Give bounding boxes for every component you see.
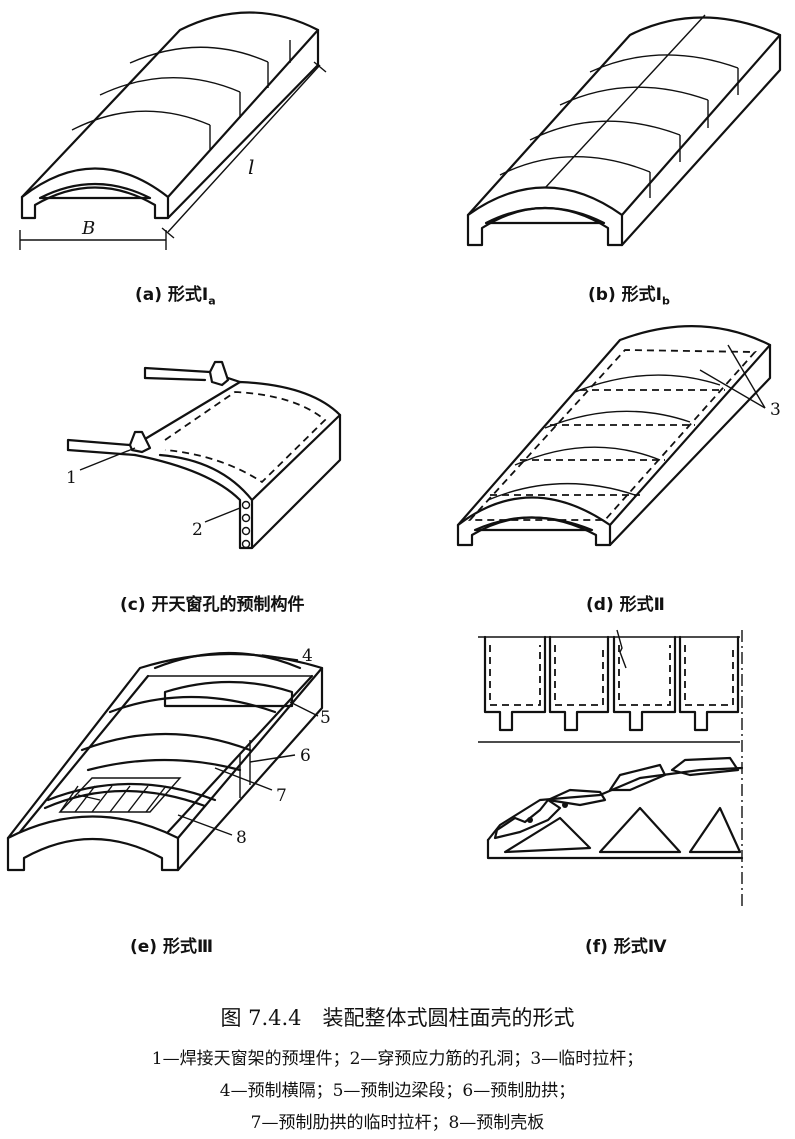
panel-c-label: (c) 开天窗孔的预制构件 bbox=[120, 595, 305, 615]
dimension-b-label: B bbox=[82, 218, 96, 239]
panel-b-drawing bbox=[466, 14, 782, 247]
legend-line-2: 4—预制横隔；5—预制边梁段；6—预制肋拱； bbox=[219, 1081, 576, 1101]
panel-f-label: (f) 形式Ⅳ bbox=[585, 937, 667, 957]
panel-b-label: (b) 形式Ⅰb bbox=[588, 285, 670, 308]
callout-3: 3 bbox=[770, 400, 781, 420]
panel-d-label: (d) 形式Ⅱ bbox=[586, 595, 665, 615]
panel-a-label: (a) 形式Ⅰa bbox=[135, 285, 216, 308]
callout-6: 6 bbox=[300, 746, 311, 766]
callout-1: 1 bbox=[66, 468, 77, 488]
callout-8: 8 bbox=[236, 828, 247, 848]
panel-e-drawing bbox=[6, 651, 324, 872]
callout-7: 7 bbox=[276, 786, 287, 806]
callout-2: 2 bbox=[192, 520, 203, 540]
panel-e-label: (e) 形式Ⅲ bbox=[130, 937, 214, 957]
panel-a-drawing bbox=[19, 11, 327, 250]
panel-c-drawing bbox=[66, 360, 342, 550]
legend-line-3: 7—预制肋拱的临时拉杆；8—预制壳板 bbox=[250, 1113, 545, 1133]
callout-5: 5 bbox=[320, 708, 331, 728]
callout-4: 4 bbox=[302, 646, 313, 666]
panel-d-drawing bbox=[456, 325, 772, 547]
legend-line-1: 1—焊接天窗架的预埋件；2—穿预应力筋的孔洞；3—临时拉杆； bbox=[151, 1049, 644, 1069]
figure-title: 图 7.4.4 装配整体式圆柱面壳的形式 bbox=[220, 1006, 575, 1030]
panel-f-drawing bbox=[478, 629, 744, 910]
dimension-l-label: l bbox=[248, 155, 255, 179]
